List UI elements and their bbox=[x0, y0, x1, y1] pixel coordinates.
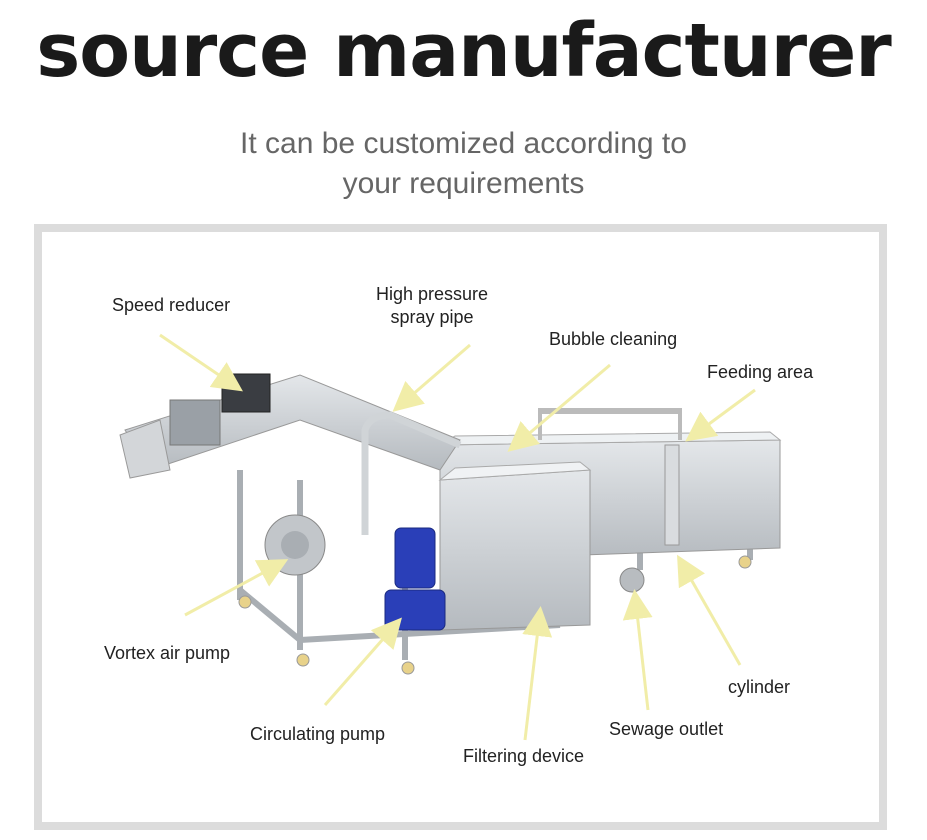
page-subtitle: It can be customized according to your r… bbox=[0, 124, 927, 204]
label-speed-reducer: Speed reducer bbox=[112, 295, 231, 315]
label-cylinder: cylinder bbox=[728, 677, 791, 697]
subtitle-line-1: It can be customized according to bbox=[240, 127, 687, 160]
callout-arrows bbox=[159, 333, 756, 741]
arrow-cylinder bbox=[677, 554, 742, 666]
label-circulating-pump: Circulating pump bbox=[250, 724, 386, 744]
label-feeding-area: Feeding area bbox=[707, 362, 814, 382]
arrow-spray-pipe bbox=[392, 343, 471, 412]
arrow-circulating-pump bbox=[323, 617, 402, 706]
machine bbox=[119, 373, 782, 675]
label-spray-pipe-line1: High pressure bbox=[375, 284, 489, 304]
label-spray-pipe: High pressure spray pipe bbox=[370, 283, 494, 329]
arrow-bubble-cleaning bbox=[507, 363, 611, 452]
label-bubble-cleaning: Bubble cleaning bbox=[549, 329, 678, 349]
arrow-vortex-air-pump bbox=[184, 559, 289, 617]
label-vortex-air-pump: Vortex air pump bbox=[104, 643, 231, 663]
arrow-filtering-device bbox=[522, 606, 553, 741]
label-sewage-outlet: Sewage outlet bbox=[609, 719, 724, 739]
arrow-speed-reducer bbox=[159, 333, 243, 392]
arrow-feeding-area bbox=[685, 388, 756, 442]
label-spray-pipe-line2: spray pipe bbox=[390, 307, 474, 327]
page-title: source manufacturer bbox=[36, 8, 892, 94]
label-filtering-device: Filtering device bbox=[463, 746, 585, 766]
subtitle-line-2: your requirements bbox=[342, 167, 585, 200]
arrow-sewage-outlet bbox=[622, 589, 653, 711]
